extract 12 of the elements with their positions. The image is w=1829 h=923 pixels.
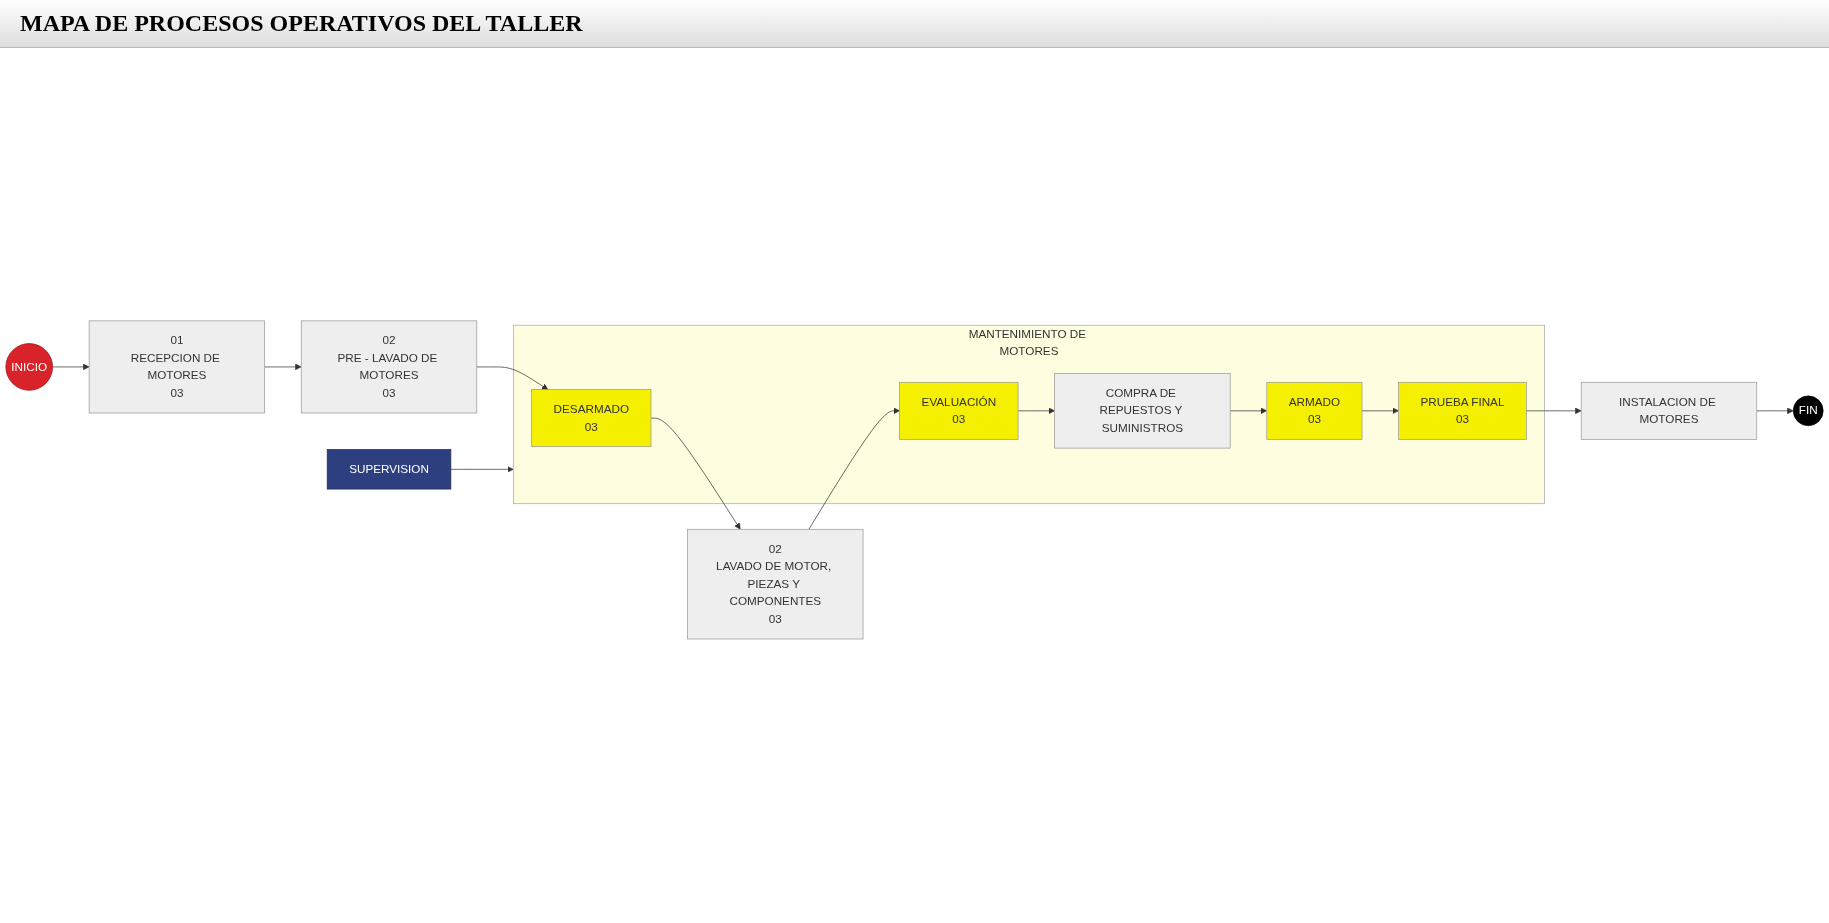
node-box: 02 PRE - LAVADO DE MOTORES 03	[300, 320, 478, 413]
node-box: PRUEBA FINAL 03	[1398, 381, 1527, 440]
node-box: 02 LAVADO DE MOTOR, PIEZAS Y COMPONENTES 03	[687, 528, 864, 639]
node-box: EVALUACIÓN 03	[899, 381, 1019, 440]
node-box: ARMADO 03	[1266, 381, 1363, 440]
node-circle: FIN	[1792, 395, 1824, 426]
node-box: 01 RECEPCION DE MOTORES 03	[88, 320, 266, 413]
node-circle: INICIO	[5, 342, 53, 391]
node-box: INSTALACION DE MOTORES	[1580, 381, 1758, 440]
node-box: SUPERVISION	[326, 448, 452, 489]
node-box: DESARMADO 03	[531, 388, 652, 447]
node-box: COMPRA DE REPUESTOS Y SUMINISTROS	[1054, 372, 1231, 449]
